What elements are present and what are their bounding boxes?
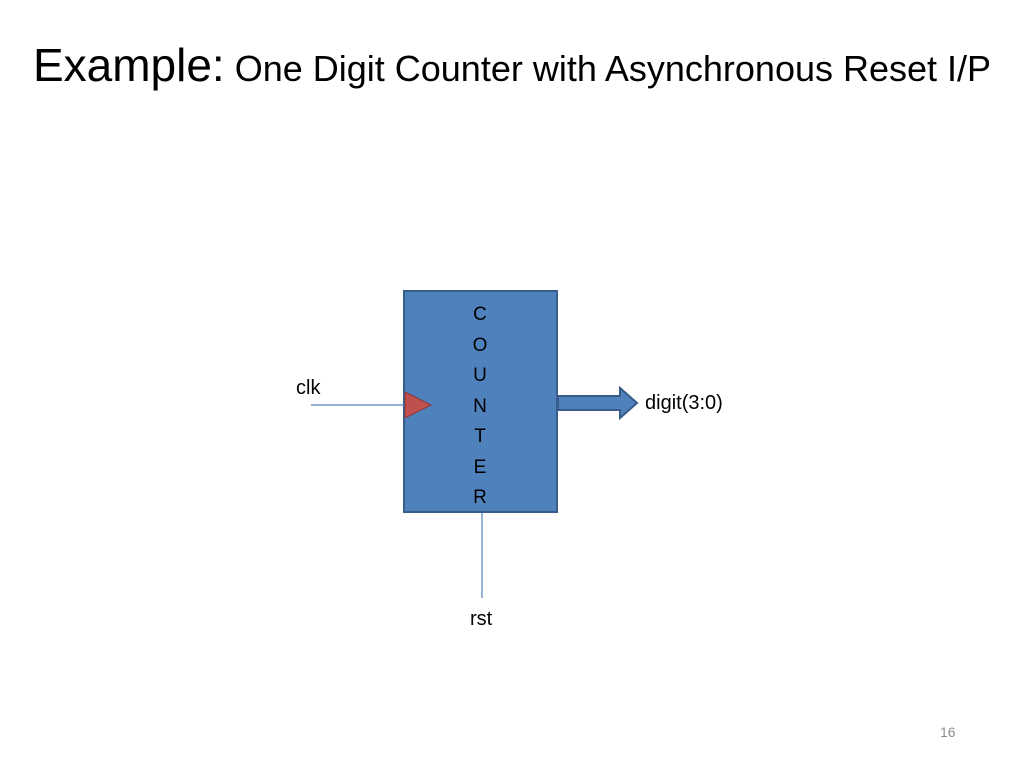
title-rest: One Digit Counter with Asynchronous Rese… (224, 48, 992, 89)
counter-letter: N (473, 395, 487, 417)
counter-letter: O (472, 334, 488, 356)
clock-triangle-marker (404, 391, 433, 419)
counter-letter: E (473, 456, 487, 478)
counter-letter: C (473, 304, 487, 325)
rst-label: rst (470, 608, 493, 630)
clk-label: clk (296, 377, 321, 399)
counter-block-label: C O U N T E R (460, 300, 500, 514)
title-lead: Example: (32, 39, 225, 91)
page-number: 16 (940, 724, 956, 740)
output-arrow (557, 385, 639, 421)
counter-letter: T (474, 426, 486, 447)
slide-title: Example: One Digit Counter with Asynchro… (20, 36, 1004, 106)
counter-block (403, 290, 558, 513)
counter-letter: U (473, 365, 487, 386)
digit-output-label: digit(3:0) (645, 392, 723, 414)
counter-letter: R (473, 487, 487, 508)
